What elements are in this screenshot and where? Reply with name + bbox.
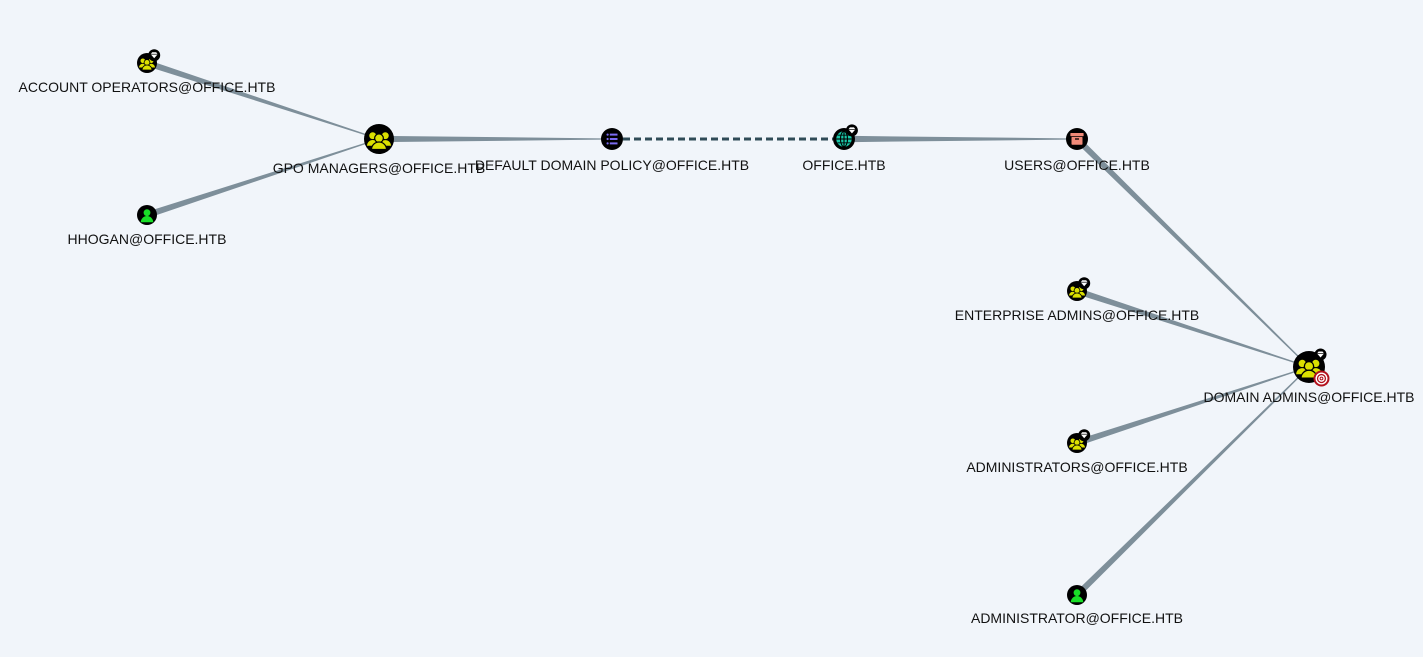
edge-office_htb-users[interactable] — [844, 135, 1077, 143]
node-gpo-managers[interactable]: GPO MANAGERS@OFFICE.HTB — [273, 124, 486, 176]
target-icon — [1313, 370, 1330, 387]
box-icon — [1066, 128, 1088, 150]
gem-icon — [1314, 348, 1327, 361]
node-office-htb[interactable]: OFFICE.HTB — [802, 124, 886, 173]
node-label: GPO MANAGERS@OFFICE.HTB — [273, 160, 486, 176]
edge-account_operators-gpo_managers[interactable] — [146, 60, 380, 140]
edge-users-domain_admins[interactable] — [1074, 136, 1310, 368]
node-label: ADMINISTRATOR@OFFICE.HTB — [971, 610, 1183, 626]
group-icon — [137, 53, 157, 73]
node-users[interactable]: USERS@OFFICE.HTB — [1004, 128, 1150, 173]
node-label: OFFICE.HTB — [802, 157, 885, 173]
node-label: ACCOUNT OPERATORS@OFFICE.HTB — [19, 79, 276, 95]
user-icon — [137, 205, 157, 225]
edge-gpo_managers-default_domain_policy[interactable] — [379, 135, 612, 143]
gem-icon — [845, 124, 858, 137]
node-hhogan[interactable]: HHOGAN@OFFICE.HTB — [68, 205, 227, 247]
node-administrators[interactable]: ADMINISTRATORS@OFFICE.HTB — [966, 429, 1188, 475]
user-icon — [1067, 585, 1087, 605]
node-label: DOMAIN ADMINS@OFFICE.HTB — [1204, 389, 1415, 405]
node-label: HHOGAN@OFFICE.HTB — [68, 231, 227, 247]
list-icon — [601, 128, 623, 150]
gem-icon — [1078, 277, 1091, 290]
nodes-layer: ACCOUNT OPERATORS@OFFICE.HTB GPO MANAGERS… — [19, 49, 1415, 626]
node-default-domain-policy[interactable]: DEFAULT DOMAIN POLICY@OFFICE.HTB — [475, 128, 749, 173]
node-administrator[interactable]: ADMINISTRATOR@OFFICE.HTB — [971, 585, 1183, 626]
group-icon — [364, 124, 394, 154]
node-label: ENTERPRISE ADMINS@OFFICE.HTB — [955, 307, 1199, 323]
edges-layer — [146, 60, 1310, 598]
gem-icon — [148, 49, 161, 62]
node-label: USERS@OFFICE.HTB — [1004, 157, 1150, 173]
edge-administrator-domain_admins[interactable] — [1074, 366, 1310, 598]
gem-icon — [1078, 429, 1091, 442]
node-label: ADMINISTRATORS@OFFICE.HTB — [966, 459, 1187, 475]
edge-enterprise_admins-domain_admins[interactable] — [1076, 288, 1310, 368]
node-label: DEFAULT DOMAIN POLICY@OFFICE.HTB — [475, 157, 749, 173]
node-enterprise-admins[interactable]: ENTERPRISE ADMINS@OFFICE.HTB — [955, 277, 1199, 323]
edge-administrators-domain_admins[interactable] — [1076, 366, 1310, 447]
edge-hhogan-gpo_managers[interactable] — [146, 138, 380, 219]
node-domain-admins[interactable]: DOMAIN ADMINS@OFFICE.HTB — [1204, 348, 1415, 405]
node-account-operators[interactable]: ACCOUNT OPERATORS@OFFICE.HTB — [19, 49, 276, 95]
